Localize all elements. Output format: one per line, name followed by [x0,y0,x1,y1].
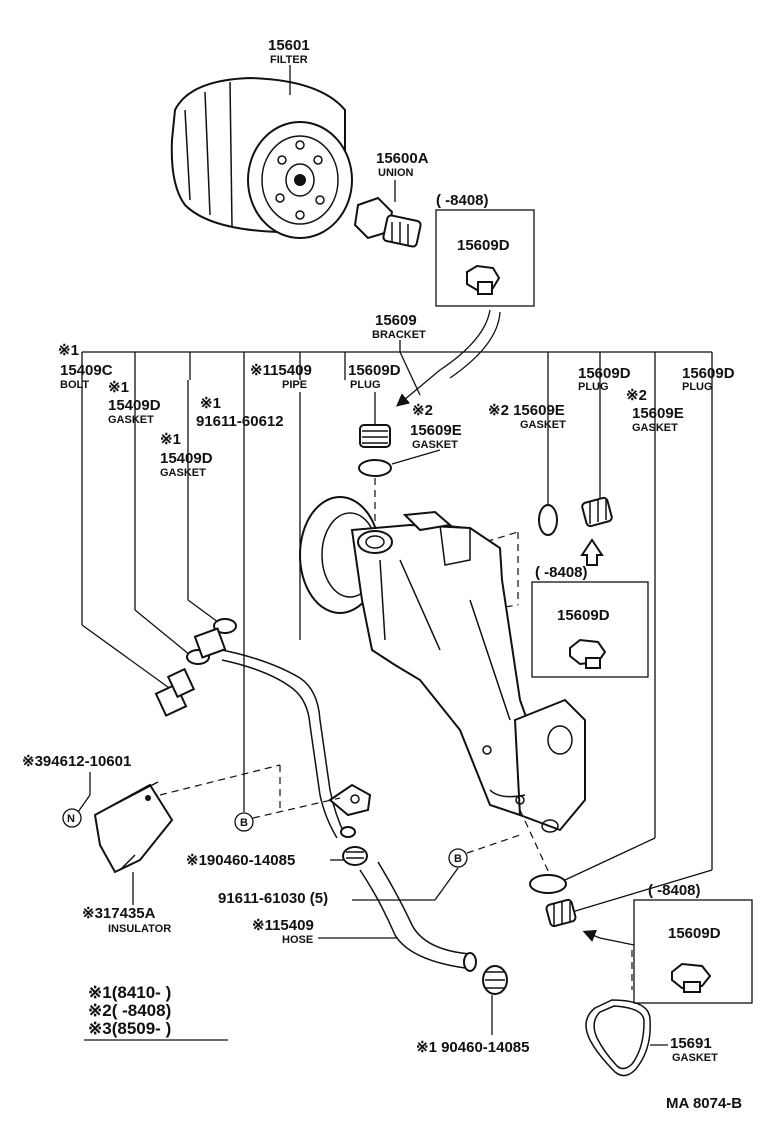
gasket1-part-number: 15409D [108,397,161,414]
gasketE3-part-number: 15609E [632,405,684,422]
gasketE3-mark: ※2 [626,387,647,404]
bracket-part-number: 15609 [375,312,417,329]
large-gasket [585,999,651,1077]
circle-b-right-label: B [454,853,462,865]
gasket1-name: GASKET [108,414,154,426]
gasket-ring-3 [529,874,567,894]
plug2-part-number: 15609D [578,365,631,382]
union-fitting [353,196,422,248]
box2-date: ( -8408) [535,564,588,581]
gasketE2-part-number: ※2 15609E [488,402,565,419]
pipe-part-number: ※115409 [250,362,312,379]
gasket1-mark: ※1 [108,379,129,396]
hose-clamp-2 [482,965,508,995]
gasket-ring-2 [538,504,558,536]
gasket-large-part-number: 15691 [670,1035,712,1052]
box3-part-number: 15609D [668,925,721,942]
union-name: UNION [378,167,414,179]
gasket2-mark: ※1 [160,431,181,448]
plug-2 [581,496,613,528]
insulator-part-number: ※317435A [82,905,156,922]
box1-part-number: 15609D [457,237,510,254]
oil-filter-bracket [299,496,586,833]
pipe-name: PIPE [282,379,307,391]
oil-pipe [193,627,372,839]
legend-line-1: ※1(8410- ) [88,983,171,1002]
variant-box-bottom [633,899,753,1004]
plug-3 [545,898,577,928]
plug3-name: PLUG [682,381,713,393]
box2-part-number: 15609D [557,607,610,624]
legend: ※1(8410- ) ※2( -8408) ※3(8509- ) [84,983,228,1041]
plug-1 [359,424,391,448]
box1-plug [466,264,501,295]
bracket-name: BRACKET [372,329,426,341]
hose-clamp-1 [342,846,368,866]
insulator-name: INSULATOR [108,923,171,935]
oil-hose [359,861,477,972]
circle-n-label: N [67,813,75,825]
filter-name: FILTER [270,54,308,66]
hose-part-number: ※115409 [252,917,314,934]
plug1-name: PLUG [350,379,381,391]
hose-name: HOSE [282,934,313,946]
oil-filter [170,76,353,239]
variant-box-middle [531,581,649,678]
gasketE1-mark: ※2 [412,402,433,419]
bolt2-mark: ※1 [200,395,221,412]
bolt2-part-number: 91611-60612 [196,413,284,430]
gasketE3-name: GASKET [632,422,678,434]
union-part-number: 15600A [376,150,429,167]
box1-date: ( -8408) [436,192,489,209]
box3-plug [671,962,712,993]
box3-date: ( -8408) [648,882,701,899]
gasket2-name: GASKET [160,467,206,479]
gasket-washer-2 [213,618,237,634]
plug1-part-number: 15609D [348,362,401,379]
legend-line-2: ※2( -8408) [88,1001,171,1020]
circle-b-left-label: B [240,817,248,829]
plug2-name: PLUG [578,381,609,393]
box2-plug [569,638,607,669]
bolt-part-number: 15409C [60,362,113,379]
gasketE1-part-number: 15609E [410,422,462,439]
screw-part-number: ※394612-10601 [22,753,131,770]
gasket-ring-1 [358,459,392,477]
variant-box-top [435,209,535,307]
bolt3-part-number: 91611-61030 (5) [218,890,328,907]
gasketE1-name: GASKET [412,439,458,451]
gasketE2-name: GASKET [520,419,566,431]
up-arrow-icon [580,538,604,566]
clamp2-part-number: ※1 90460-14085 [416,1039,530,1056]
clamp1-part-number: ※190460-14085 [186,852,295,869]
figure-id: MA 8074-B [666,1095,742,1112]
bolt-name: BOLT [60,379,89,391]
heat-insulator [93,781,174,874]
gasket-large-name: GASKET [672,1052,718,1064]
bolt [154,667,196,717]
filter-part-number: 15601 [268,37,310,54]
mark-top: ※1 [58,342,79,359]
legend-line-3: ※3(8509- ) [88,1019,171,1038]
gasket2-part-number: 15409D [160,450,213,467]
plug3-part-number: 15609D [682,365,735,382]
